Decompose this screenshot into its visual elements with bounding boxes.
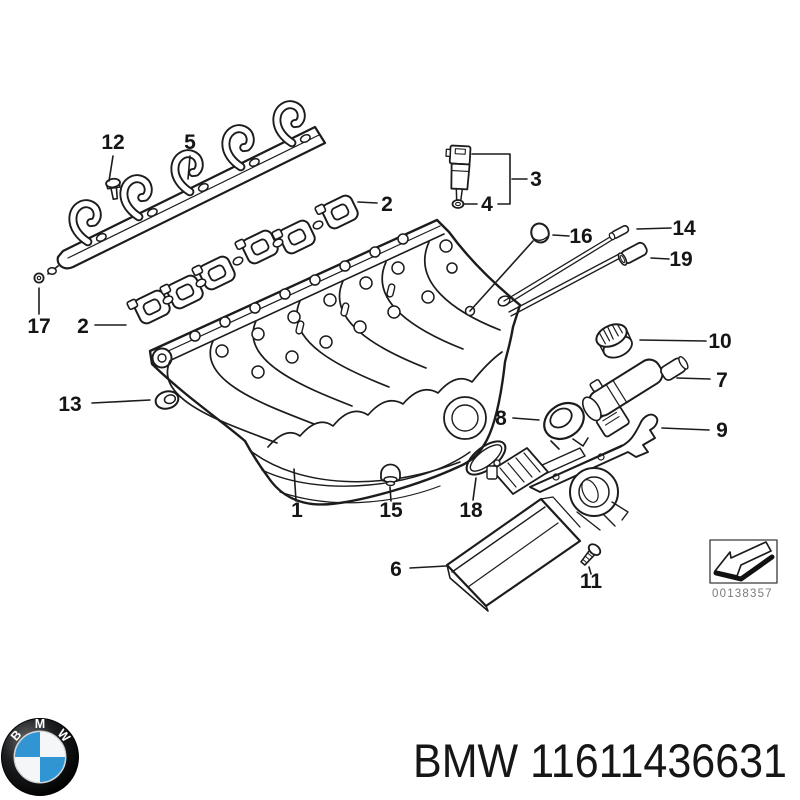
callout-2-upper: 2 <box>381 193 393 216</box>
callout-7: 7 <box>716 369 728 392</box>
callout-2-lower: 2 <box>77 315 89 338</box>
part-dome-plug <box>380 463 401 487</box>
callout-1: 1 <box>291 499 303 522</box>
callout-3: 3 <box>530 168 542 191</box>
part-sleeve <box>617 241 648 266</box>
bmw-logo: B M W <box>1 717 79 796</box>
callout-19: 19 <box>669 248 692 271</box>
leader-lines <box>38 153 711 575</box>
part-ribbed-cap <box>595 323 633 359</box>
part-throttle-body <box>445 447 629 612</box>
callout-13: 13 <box>58 393 81 416</box>
part-screw-11 <box>580 543 602 566</box>
part-gasket-chain <box>125 190 362 329</box>
callout-11: 11 <box>580 570 603 593</box>
callout-4: 4 <box>481 193 493 216</box>
callout-16: 16 <box>569 225 592 248</box>
callout-labels: 12 5 2 3 4 16 14 19 17 2 10 13 7 8 9 1 1… <box>27 131 731 593</box>
footer: B M W BMW 11611436631 <box>1 717 787 796</box>
callout-5: 5 <box>184 131 196 154</box>
callout-10: 10 <box>708 330 731 353</box>
logo-quadrant-top-left <box>15 732 40 757</box>
part-grommet <box>154 390 180 410</box>
part-cable-duct <box>47 101 327 275</box>
callout-8: 8 <box>495 407 507 430</box>
part-number-caption: BMW 11611436631 <box>413 734 787 787</box>
part-clip <box>33 272 45 284</box>
part-bracket <box>529 413 659 493</box>
callout-9: 9 <box>716 419 728 442</box>
part-vent-rods <box>503 236 623 317</box>
part-idle-valve <box>581 356 689 438</box>
direction-stamp: 00138357 <box>709 539 778 600</box>
logo-letter-m: M <box>35 717 45 731</box>
callout-17: 17 <box>27 315 50 338</box>
direction-arrow-icon <box>714 541 772 577</box>
part-sensor-oring <box>451 199 465 209</box>
callout-6: 6 <box>390 558 402 581</box>
callout-18: 18 <box>459 499 483 522</box>
part-temp-sensor <box>445 144 472 202</box>
logo-quadrant-bottom-right <box>40 757 65 782</box>
part-intake-manifold <box>148 218 522 506</box>
callout-15: 15 <box>379 499 403 522</box>
part-clamp <box>543 401 589 450</box>
part-cap-16 <box>530 222 550 244</box>
part-pin <box>608 224 630 241</box>
stamp-code: 00138357 <box>712 588 773 600</box>
callout-12: 12 <box>101 131 124 154</box>
callout-14: 14 <box>672 217 696 240</box>
